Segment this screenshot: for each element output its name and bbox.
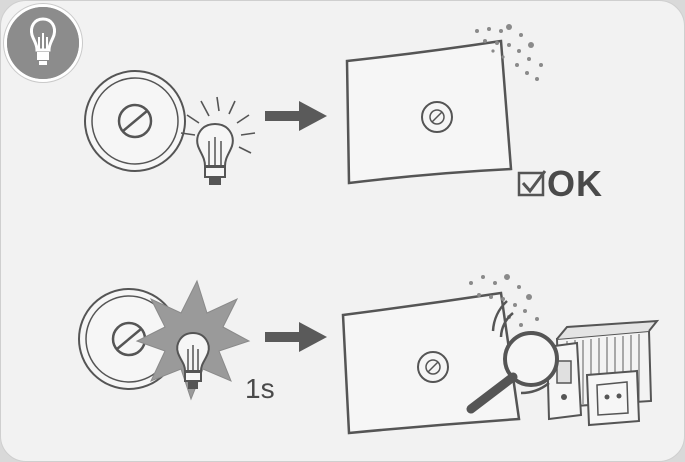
checkbox-checked-icon: [519, 171, 545, 195]
duration-label: 1s: [245, 373, 275, 405]
step1-lightbulb-on-icon: [181, 97, 255, 185]
step1-arrow-icon: [265, 101, 327, 131]
ok-label: OK: [547, 163, 603, 205]
step2-arrow-icon: [265, 322, 327, 352]
step2-wall-panel: [343, 293, 519, 433]
socket-device-icon: [587, 371, 639, 425]
step2-lightbulb-flash-icon: [177, 333, 209, 389]
step1-wall-panel: [347, 41, 511, 183]
step1-sensor-disc: [85, 71, 185, 171]
